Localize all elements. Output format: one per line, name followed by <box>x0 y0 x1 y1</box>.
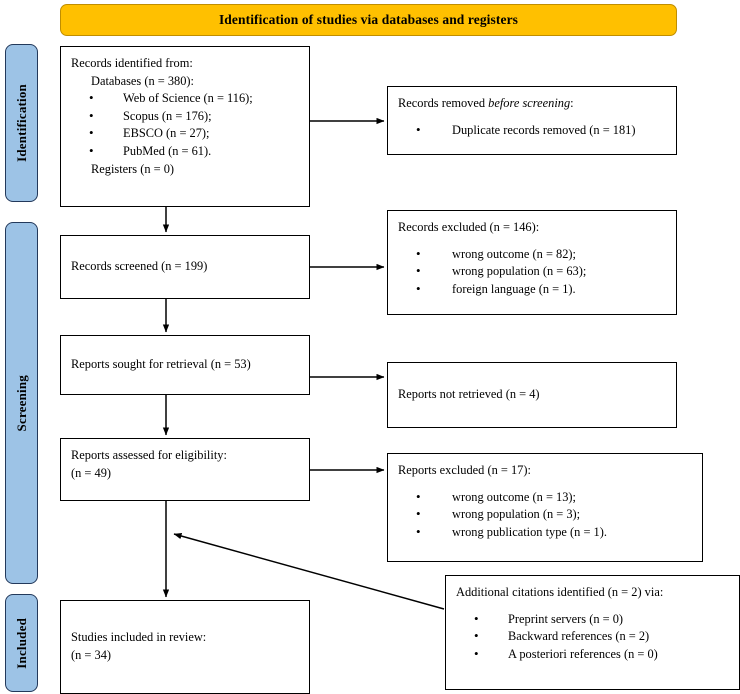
box-records-removed: Records removed before screening: Duplic… <box>387 86 677 155</box>
box-reports-assessed: Reports assessed for eligibility: (n = 4… <box>60 438 310 501</box>
list-item: wrong outcome (n = 13); <box>416 488 692 507</box>
records-removed-heading-italic: before screening <box>488 96 571 110</box>
records-removed-list: Duplicate records removed (n = 181) <box>398 121 666 140</box>
reports-sought-heading: Reports sought for retrieval (n = 53) <box>71 357 251 372</box>
reports-assessed-count: (n = 49) <box>71 465 112 480</box>
studies-included-count: (n = 34) <box>71 648 112 662</box>
phase-label-screening: Screening <box>13 374 29 432</box>
reports-excluded-17-list: wrong outcome (n = 13); wrong population… <box>398 488 692 542</box>
records-identified-sources: Web of Science (n = 116); Scopus (n = 17… <box>71 89 299 161</box>
records-screened-heading: Records screened (n = 199) <box>71 259 208 274</box>
list-item: foreign language (n = 1). <box>416 280 666 299</box>
box-reports-excluded-17: Reports excluded (n = 17): wrong outcome… <box>387 453 703 562</box>
diagram-title: Identification of studies via databases … <box>218 11 519 27</box>
spacer <box>398 113 666 122</box>
box-additional-citations: Additional citations identified (n = 2) … <box>445 575 740 690</box>
studies-included-block: Studies included in review: (n = 34) <box>71 629 206 664</box>
additional-citations-heading: Additional citations identified (n = 2) … <box>456 585 664 599</box>
records-identified-databases: Databases (n = 380): <box>91 73 194 88</box>
reports-assessed-heading: Reports assessed for eligibility: <box>71 448 227 462</box>
list-item: EBSCO (n = 27); <box>89 124 299 143</box>
diagram-title-banner: Identification of studies via databases … <box>60 4 677 36</box>
phase-bar-included: Included <box>5 594 38 692</box>
list-item: Backward references (n = 2) <box>474 627 729 646</box>
reports-excluded-17-heading: Reports excluded (n = 17): <box>398 463 531 477</box>
additional-citations-list: Preprint servers (n = 0) Backward refere… <box>456 610 729 664</box>
phase-label-identification: Identification <box>13 84 29 162</box>
list-item: wrong population (n = 3); <box>416 505 692 524</box>
records-removed-heading-post: : <box>570 96 574 110</box>
box-reports-not-retrieved: Reports not retrieved (n = 4) <box>387 362 677 428</box>
records-identified-heading: Records identified from: <box>71 56 193 70</box>
list-item: Web of Science (n = 116); <box>89 89 299 108</box>
list-item: wrong publication type (n = 1). <box>416 523 692 542</box>
records-excluded-146-heading: Records excluded (n = 146): <box>398 220 540 234</box>
records-removed-heading-pre: Records removed <box>398 96 489 110</box>
box-records-screened: Records screened (n = 199) <box>60 235 310 299</box>
spacer <box>398 480 692 489</box>
list-item: PubMed (n = 61). <box>89 142 299 161</box>
box-records-identified: Records identified from: Databases (n = … <box>60 46 310 207</box>
list-item: A posteriori references (n = 0) <box>474 645 729 664</box>
box-studies-included: Studies included in review: (n = 34) <box>60 600 310 694</box>
records-identified-registers: Registers (n = 0) <box>91 161 175 176</box>
records-removed-heading: Records removed before screening: <box>398 95 666 113</box>
list-item: wrong population (n = 63); <box>416 262 666 281</box>
list-item: Preprint servers (n = 0) <box>474 610 729 629</box>
phase-label-included: Included <box>13 617 29 669</box>
phase-bar-screening: Screening <box>5 222 38 584</box>
list-item: Duplicate records removed (n = 181) <box>416 121 666 140</box>
studies-included-heading: Studies included in review: <box>71 630 207 645</box>
phase-bar-identification: Identification <box>5 44 38 202</box>
box-records-excluded-146: Records excluded (n = 146): wrong outcom… <box>387 210 677 315</box>
reports-not-retrieved-heading: Reports not retrieved (n = 4) <box>398 387 540 402</box>
spacer <box>456 602 729 611</box>
records-excluded-146-list: wrong outcome (n = 82); wrong population… <box>398 245 666 299</box>
box-reports-sought: Reports sought for retrieval (n = 53) <box>60 335 310 395</box>
list-item: Scopus (n = 176); <box>89 107 299 126</box>
list-item: wrong outcome (n = 82); <box>416 245 666 264</box>
spacer <box>398 237 666 246</box>
